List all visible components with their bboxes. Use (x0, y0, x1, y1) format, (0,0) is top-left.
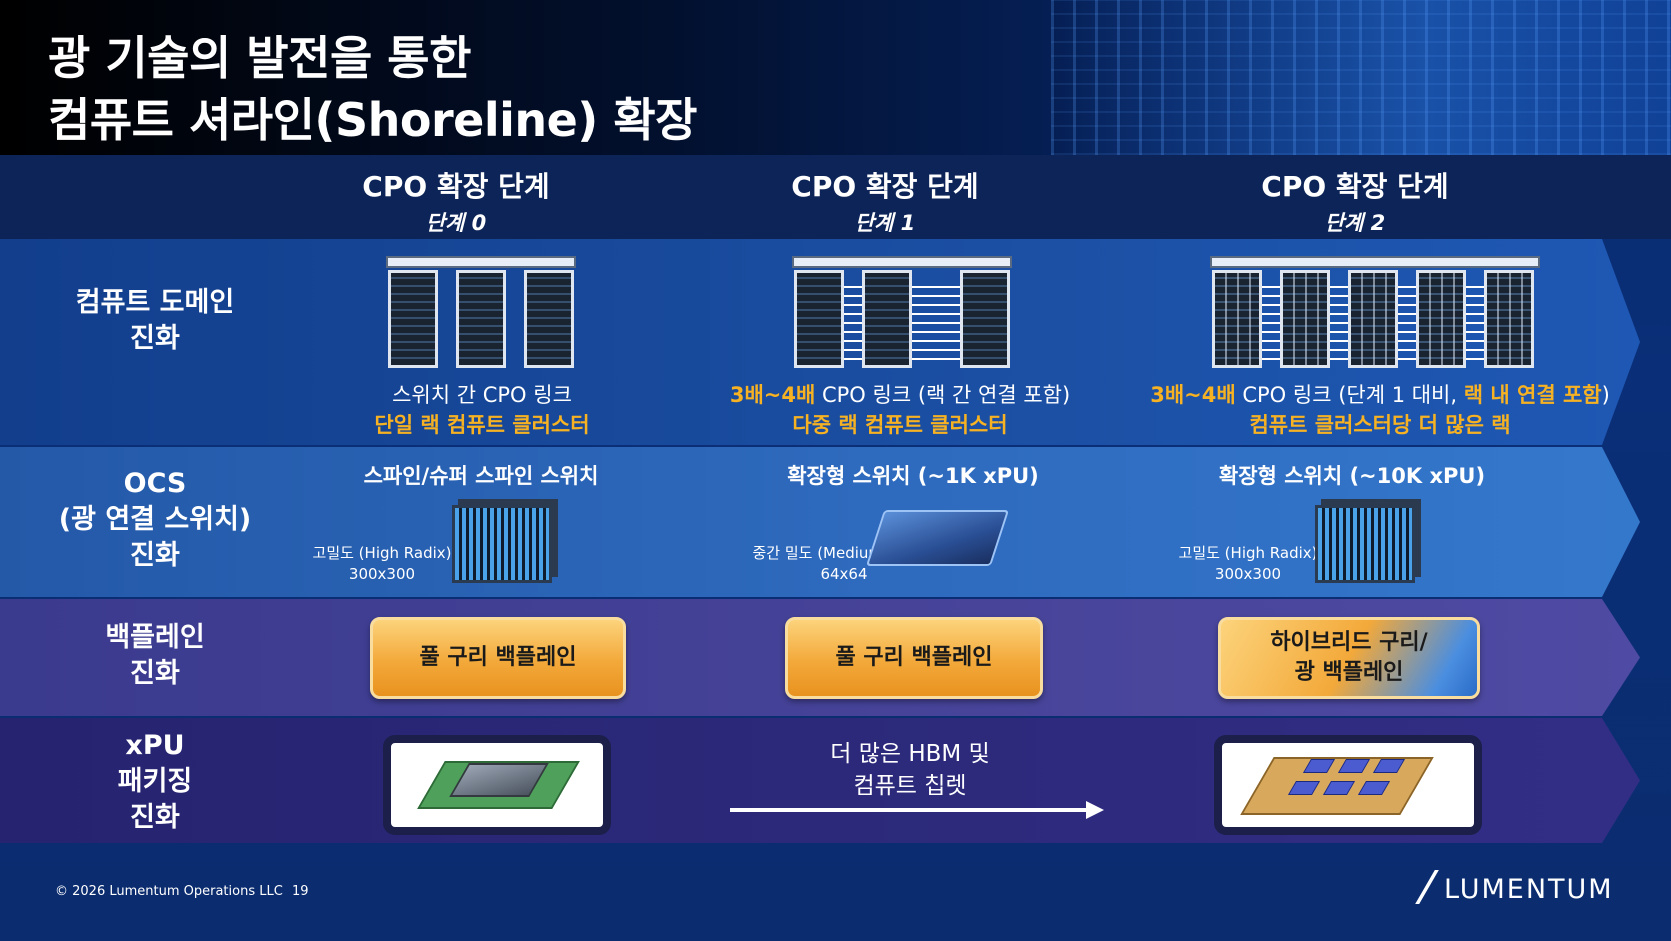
stage-subtitle: 단계 2 (1324, 211, 1386, 235)
rack-topbar (792, 256, 1012, 268)
datacenter-background-image (1051, 0, 1671, 155)
xpu-text-line1: 더 많은 HBM 및 (830, 741, 990, 767)
stage-title: CPO 확장 단계 (791, 170, 979, 203)
header-banner: 광 기술의 발전을 통한 컴퓨트 셔라인(Shoreline) 확장 (0, 0, 1671, 155)
ocs-port-count: 64x64 (820, 565, 868, 583)
optical-switch-icon (1315, 505, 1415, 583)
ocs-note-stage-0: 고밀도 (High Radix) 300x300 (282, 543, 482, 585)
xpu-evolution-text: 더 많은 HBM 및 컴퓨트 칩렛 (760, 738, 1060, 802)
server-rack-icon (1484, 270, 1534, 368)
rack-group-stage-2 (1210, 256, 1540, 371)
server-rack-icon (1348, 270, 1398, 368)
compute-caption-stage-2-line1: 3배~4배 CPO 링크 (단계 1 대비, 랙 내 연결 포함) (1095, 379, 1665, 409)
lumentum-logo-icon (1415, 870, 1439, 904)
server-rack-icon (524, 270, 574, 368)
ocs-title-stage-2: 확장형 스위치 (~10K xPU) (1218, 464, 1486, 488)
stage-subtitle: 단계 0 (425, 211, 487, 235)
rack-topbar (1210, 256, 1540, 268)
compute-caption-stage-0-line1: 스위치 간 CPO 링크 (392, 383, 572, 407)
xpu-text-line2: 컴퓨트 칩렛 (853, 773, 967, 799)
arrow-right-icon (1086, 801, 1104, 819)
stage-title: CPO 확장 단계 (1261, 170, 1449, 203)
compute-caption-stage-1-line1: 3배~4배 CPO 링크 (랙 간 연결 포함) (640, 379, 1160, 409)
page-title-line-2: 컴퓨트 셔라인(Shoreline) 확장 (48, 93, 697, 147)
column-header-stage-0: CPO 확장 단계 단계 0 (276, 165, 636, 237)
server-rack-icon (1212, 270, 1262, 368)
intra-rack-highlight: 랙 내 연결 포함 (1463, 383, 1602, 407)
backplane-badge-stage-0: 풀 구리 백플레인 (370, 617, 626, 699)
backplane-label-line2: 광 백플레인 (1294, 660, 1404, 685)
optical-switch-icon (452, 505, 552, 583)
server-rack-icon (1280, 270, 1330, 368)
rack-topbar (386, 256, 576, 268)
server-rack-icon (862, 270, 912, 368)
ocs-note-stage-2: 고밀도 (High Radix) 300x300 (1148, 543, 1348, 585)
copyright-text: © 2026 Lumentum Operations LLC (55, 884, 283, 899)
ocs-title-stage-0: 스파인/슈퍼 스파인 스위치 (363, 464, 599, 488)
company-logo-text: LUMENTUM (1444, 874, 1614, 905)
caption-text: CPO 링크 (랙 간 연결 포함) (815, 383, 1071, 407)
rack-group-stage-0 (386, 256, 576, 371)
ocs-radix: 고밀도 (High Radix) (1178, 544, 1318, 562)
arrow-right-icon-shaft (730, 808, 1090, 812)
row-label-ocs: OCS(광 연결 스위치)진화 (58, 468, 252, 571)
column-header-stage-1: CPO 확장 단계 단계 1 (705, 165, 1065, 237)
multiplier-highlight: 3배~4배 (1150, 383, 1236, 407)
ocs-port-count: 300x300 (1214, 565, 1282, 583)
page-title-line-1: 광 기술의 발전을 통한 (48, 31, 471, 85)
backplane-label-line1: 하이브리드 구리/ (1270, 630, 1428, 655)
column-header-band (0, 155, 1671, 239)
caption-text-end: ) (1601, 383, 1610, 407)
chiplet-package-card (1214, 735, 1482, 835)
multiplier-highlight: 3배~4배 (729, 383, 816, 407)
column-header-stage-2: CPO 확장 단계 단계 2 (1175, 165, 1535, 237)
compute-caption-stage-2-line2: 컴퓨트 클러스터당 더 많은 랙 (1249, 413, 1511, 437)
rackmount-switch-icon (865, 510, 1010, 566)
compute-caption-stage-0-line2: 단일 랙 컴퓨트 클러스터 (374, 413, 590, 437)
rack-group-stage-1 (792, 256, 1012, 371)
server-rack-icon (794, 270, 844, 368)
stage-title: CPO 확장 단계 (362, 170, 550, 203)
server-rack-icon (1416, 270, 1466, 368)
compute-caption-stage-1-line2: 다중 랙 컴퓨트 클러스터 (792, 413, 1008, 437)
backplane-badge-stage-2: 하이브리드 구리/ 광 백플레인 (1218, 617, 1480, 699)
backplane-badge-stage-1: 풀 구리 백플레인 (785, 617, 1043, 699)
server-rack-icon (388, 270, 438, 368)
monolithic-chip-card (383, 735, 611, 835)
stage-subtitle: 단계 1 (854, 211, 916, 235)
server-rack-icon (456, 270, 506, 368)
ocs-port-count: 300x300 (348, 565, 416, 583)
caption-text: CPO 링크 (단계 1 대비, (1235, 383, 1464, 407)
page-number: 19 (292, 884, 309, 899)
ocs-radix: 고밀도 (High Radix) (312, 544, 452, 562)
server-rack-icon (960, 270, 1010, 368)
ocs-title-stage-1: 확장형 스위치 (~1K xPU) (787, 464, 1039, 488)
